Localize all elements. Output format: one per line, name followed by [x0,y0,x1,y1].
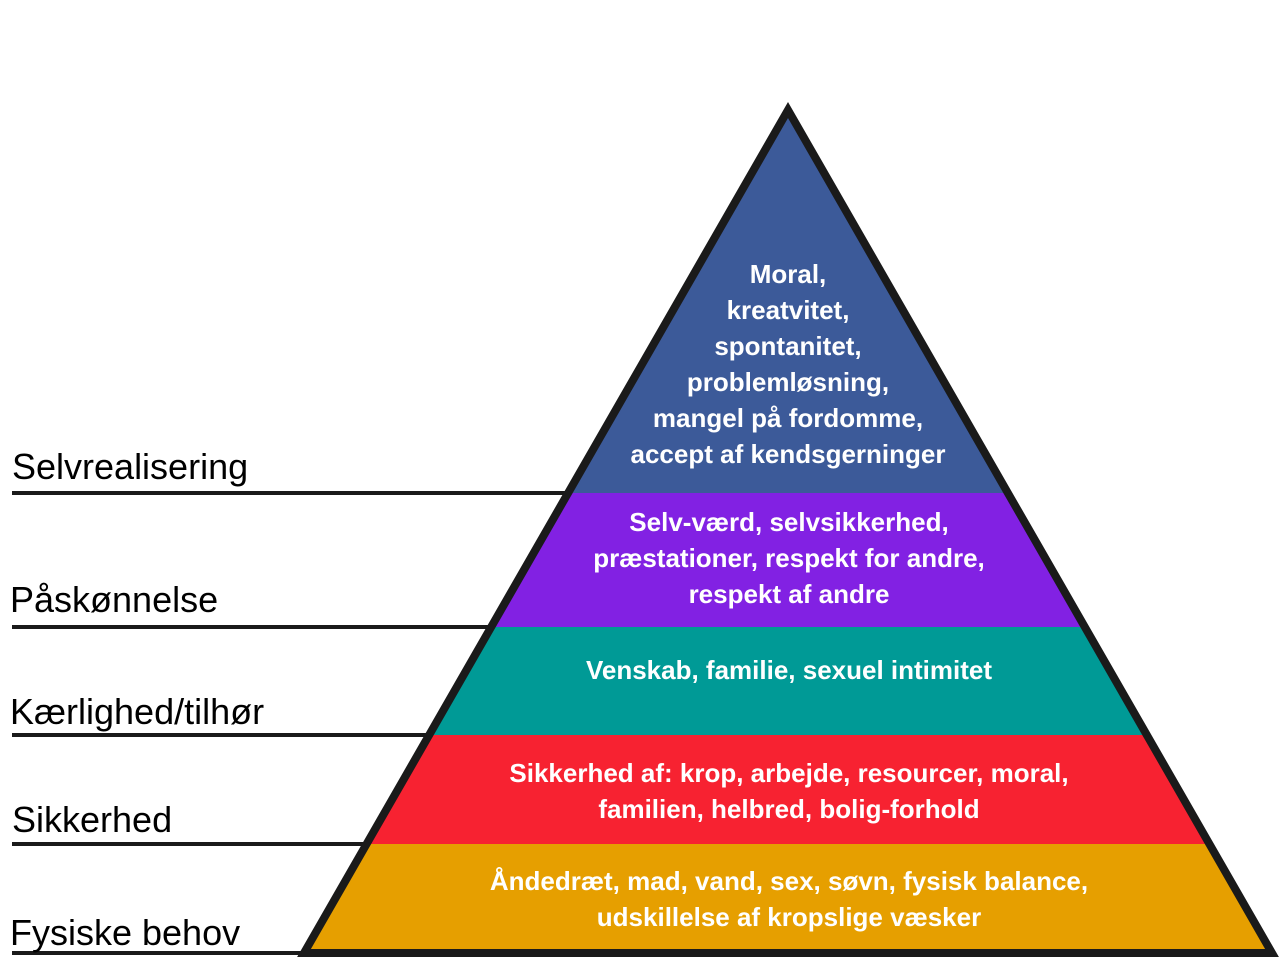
selvrealisering-line: spontanitet, [714,331,861,361]
level-label-fysiske-behov: Fysiske behov [10,912,240,953]
sikkerhed-line: Sikkerhed af: krop, arbejde, resourcer, … [509,758,1068,788]
paaskoennelse-line: respekt af andre [689,579,890,609]
fysiske-behov-line: Åndedræt, mad, vand, sex, søvn, fysisk b… [490,866,1088,896]
level-label-sikkerhed: Sikkerhed [12,799,172,840]
selvrealisering-line: kreatvitet, [727,295,850,325]
kaerlighed-line: Venskab, familie, sexuel intimitet [586,655,992,685]
selvrealisering-line: Moral, [750,259,827,289]
paaskoennelse-line: Selv-værd, selvsikkerhed, [629,507,948,537]
selvrealisering-line: mangel på fordomme, [653,403,923,433]
fysiske-behov-line: udskillelse af kropslige væsker [597,902,981,932]
level-label-selvrealisering: Selvrealisering [12,446,248,487]
selvrealisering-line: accept af kendsgerninger [631,439,946,469]
level-label-paaskoennelse: Påskønnelse [10,579,218,620]
band-fysiske-behov [304,844,1272,953]
paaskoennelse-line: præstationer, respekt for andre, [593,543,985,573]
pyramid-outline [297,101,1279,957]
band-selvrealisering [304,110,1272,493]
band-sikkerhed [304,735,1272,844]
selvrealisering-line: problemløsning, [687,367,889,397]
sikkerhed-line: familien, helbred, bolig-forhold [598,794,979,824]
level-label-kaerlighed: Kærlighed/tilhør [10,691,264,732]
